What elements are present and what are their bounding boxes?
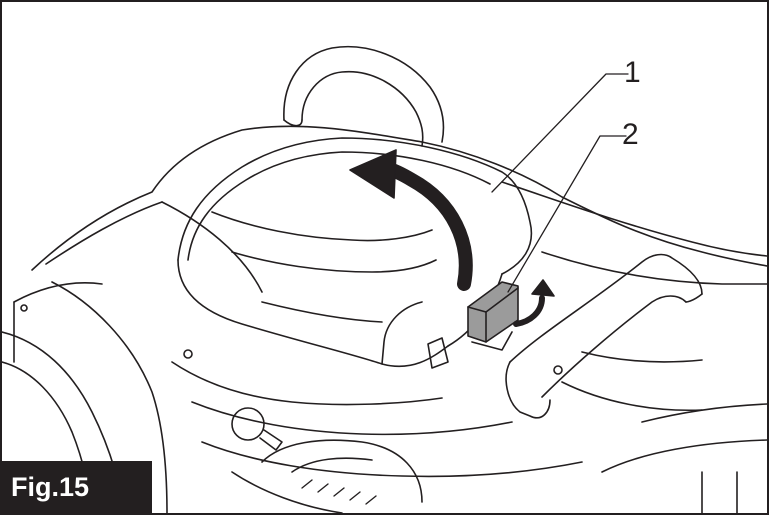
callout-1: 1: [624, 56, 641, 89]
open-direction-arrow: [349, 149, 473, 291]
handle-bar: [505, 253, 703, 419]
figure-label: Fig.15: [2, 461, 152, 513]
motor-housing: [231, 403, 767, 513]
callout-leaders: [491, 73, 629, 293]
callout-2: 2: [622, 118, 639, 151]
rear-wheel: [283, 45, 445, 147]
battery-latch: [467, 281, 519, 351]
lift-direction-arrow: [513, 279, 555, 327]
leader-line-2: [507, 135, 627, 293]
mower-deck: [2, 125, 767, 513]
leader-line-1: [491, 73, 629, 193]
